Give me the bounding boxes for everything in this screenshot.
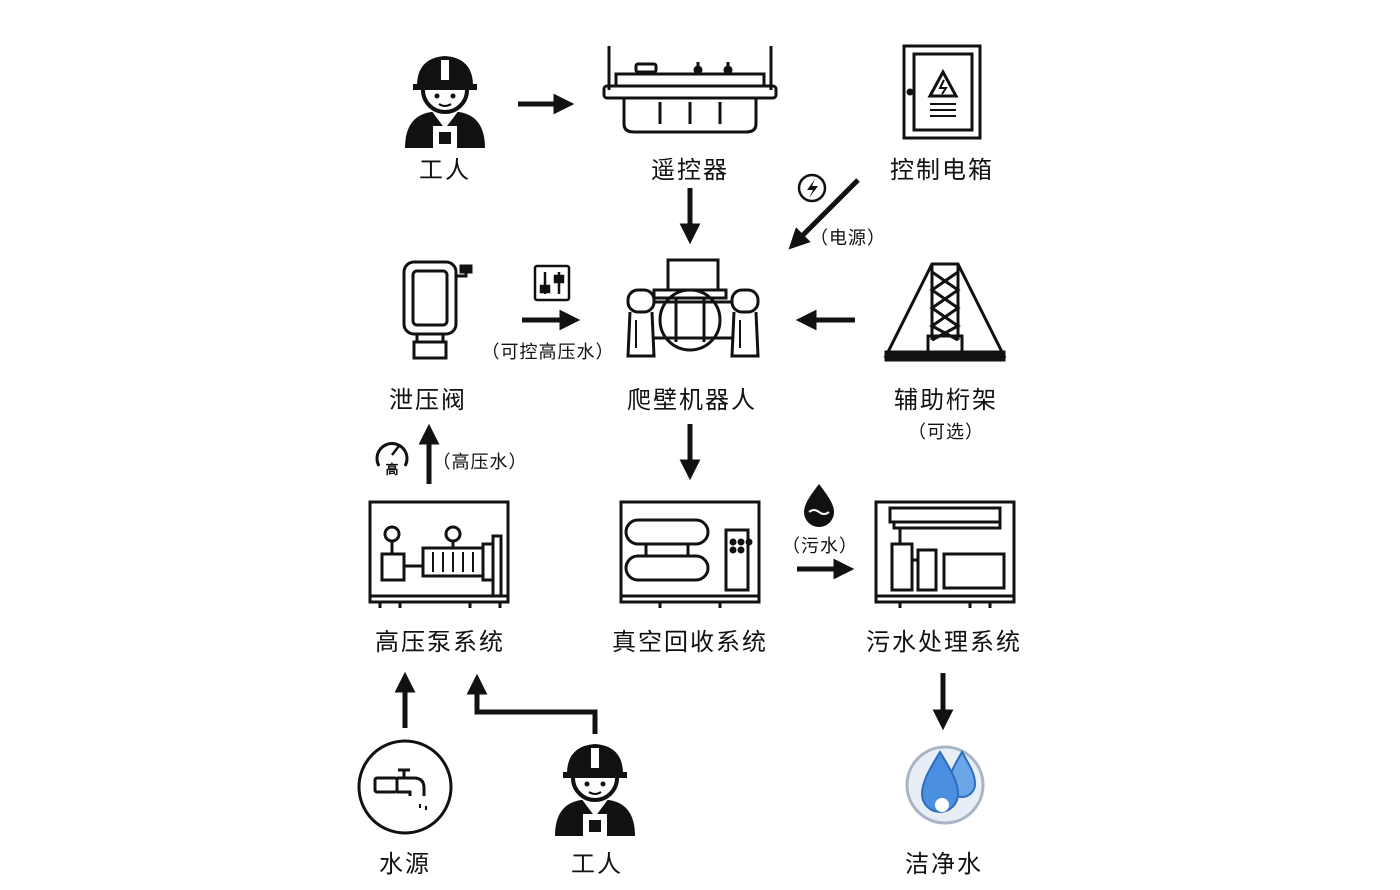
clean-water-label: 洁净水	[905, 850, 983, 878]
sewage-label: 污水处理系统	[866, 628, 1022, 656]
control-box-label: 控制电箱	[890, 156, 994, 184]
worker-top-label: 工人	[419, 156, 471, 184]
remote-controller-icon	[602, 46, 778, 134]
relief-valve-icon	[402, 260, 473, 360]
water-drop-icon	[804, 484, 834, 527]
power-edge-label: （电源）	[810, 228, 886, 249]
clean-water-icon	[905, 745, 985, 825]
relief-valve-label: 泄压阀	[389, 386, 467, 414]
climbing-robot-icon	[626, 258, 760, 358]
high-pressure-pump-icon	[368, 500, 510, 608]
remote-label: 遥控器	[651, 156, 729, 184]
hp-pump-label: 高压泵系统	[375, 628, 505, 656]
lightning-icon	[797, 173, 827, 203]
svg-text:高: 高	[385, 462, 398, 478]
slider-controls-icon	[533, 264, 571, 302]
truss-label: 辅助桁架	[894, 386, 998, 414]
hp-water-edge-label: （高压水）	[432, 452, 528, 473]
vacuum-label: 真空回收系统	[612, 628, 768, 656]
worker-icon	[405, 56, 485, 148]
truss-icon	[883, 262, 1007, 362]
pressure-gauge-icon: 高	[375, 442, 409, 478]
robot-label: 爬壁机器人	[627, 386, 757, 414]
sewage-treatment-icon	[874, 500, 1016, 608]
truss-note-label: （可选）	[908, 422, 984, 443]
water-source-icon	[357, 739, 453, 835]
sewage-water-edge-label: （污水）	[782, 536, 858, 557]
worker-bottom-label: 工人	[571, 850, 623, 878]
arrow-worker-to-pump	[466, 673, 598, 734]
worker-icon	[555, 744, 635, 836]
controlled-hp-water-edge-label: （可控高压水）	[481, 342, 615, 363]
control-box-icon	[902, 44, 982, 140]
water-source-label: 水源	[379, 850, 431, 878]
arrow-power-to-robot	[788, 178, 860, 250]
vacuum-recovery-icon	[619, 500, 761, 608]
